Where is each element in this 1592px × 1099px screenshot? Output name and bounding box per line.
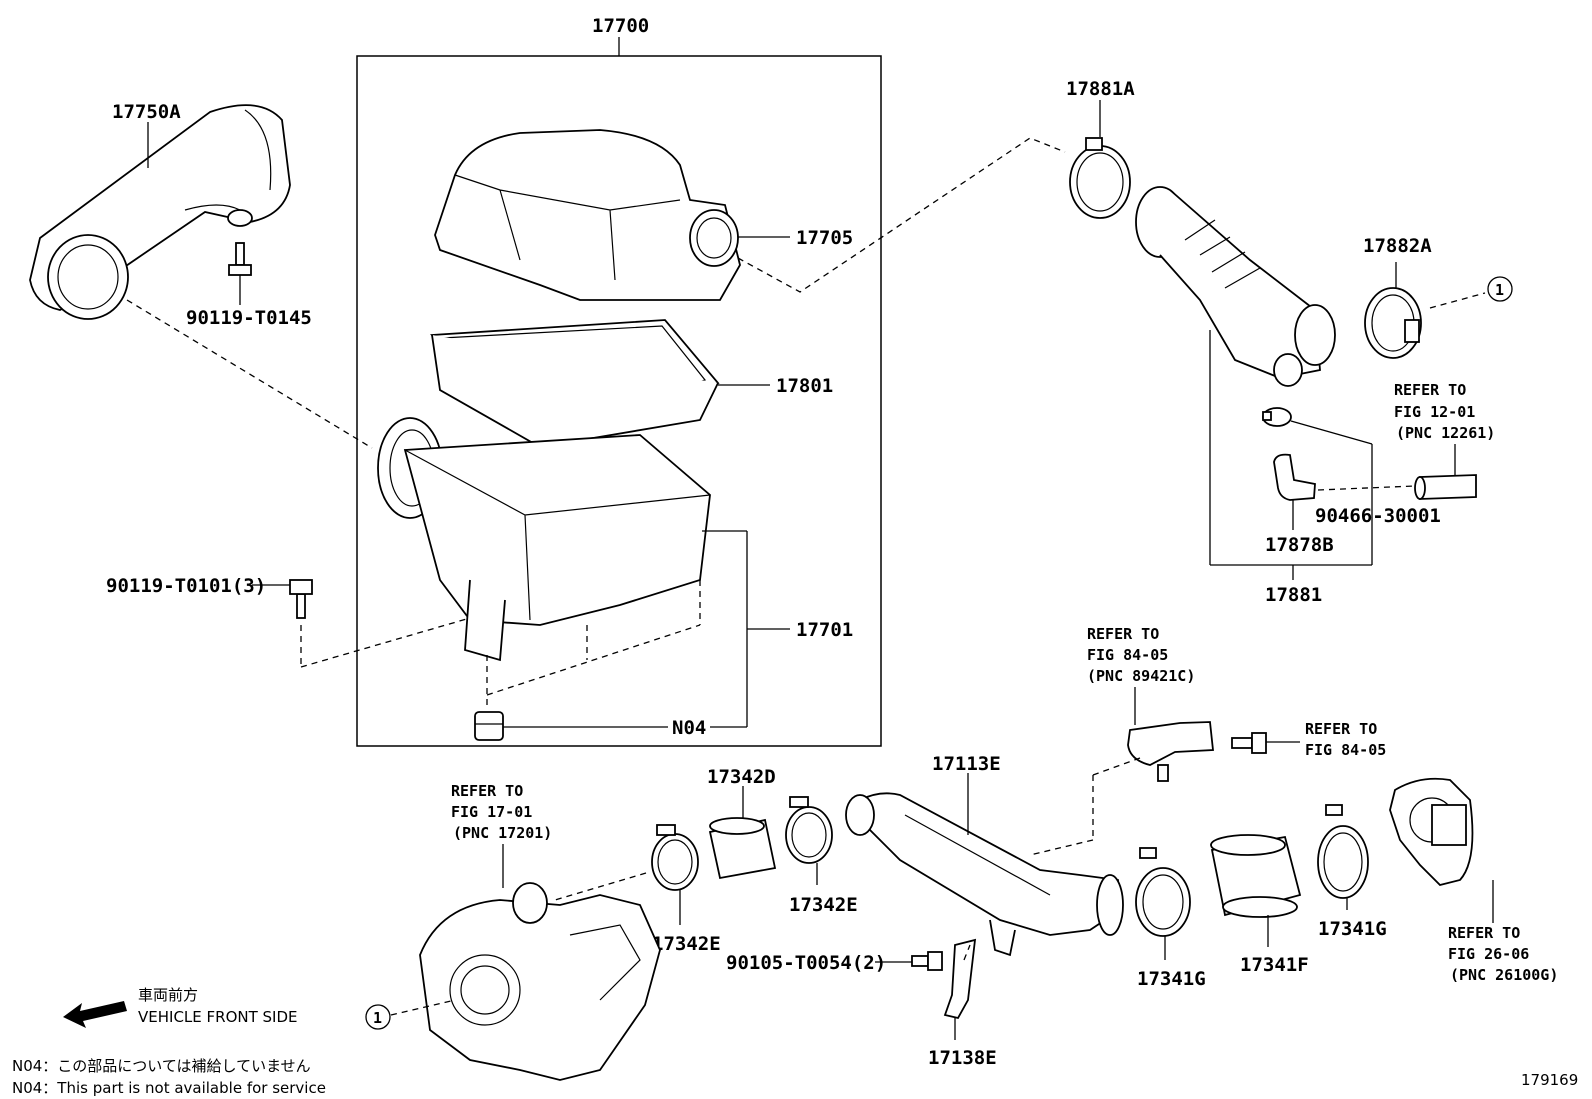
label-17138E: 17138E: [928, 1047, 997, 1069]
ref5-line3: (PNC 26100G): [1450, 966, 1558, 984]
note-en: N04：This part is not available for servi…: [12, 1079, 326, 1097]
figure-number: 179169: [1521, 1071, 1578, 1089]
elbow-17878B: [1273, 453, 1316, 501]
ref2-line2: FIG 84-05: [1087, 646, 1168, 664]
ref3-line2: FIG 84-05: [1305, 741, 1386, 759]
throttle-body-26100G: [1389, 777, 1474, 886]
ref4-line2: FIG 17-01: [451, 803, 532, 821]
bolt-84-05: [1231, 732, 1267, 754]
sleeve-17342D: [708, 817, 777, 880]
label-17878B: 17878B: [1265, 534, 1334, 556]
air-hose-17881: [1135, 186, 1336, 387]
label-17881: 17881: [1265, 584, 1322, 606]
marker-circle-1-left: [365, 1004, 391, 1030]
label-90466-30001: 90466-30001: [1315, 505, 1441, 527]
bolt-90105-T0054: [911, 951, 943, 971]
ref5-line1: REFER TO: [1448, 924, 1520, 942]
label-17341F: 17341F: [1240, 954, 1309, 976]
ref1-line2: FIG 12-01: [1394, 403, 1475, 421]
label-17342D: 17342D: [707, 766, 776, 788]
label-17750A: 17750A: [112, 101, 181, 123]
ref2-line3: (PNC 89421C): [1087, 667, 1195, 685]
ref1-line1: REFER TO: [1394, 381, 1466, 399]
air-cleaner-case-17701: [377, 417, 711, 662]
air-cleaner-cap-17705: [434, 129, 741, 301]
bolt-90119-T0145: [227, 209, 253, 276]
label-N04: N04: [672, 717, 706, 739]
pipe-17113E: [845, 792, 1124, 957]
ref1-line3: (PNC 12261): [1396, 424, 1495, 442]
bracket-17138E: [943, 938, 977, 1020]
grommet-N04: [474, 711, 504, 741]
clamp-17342E-left: [651, 824, 699, 891]
label-17881A: 17881A: [1066, 78, 1135, 100]
ref4-line3: (PNC 17201): [453, 824, 552, 842]
label-17701: 17701: [796, 619, 853, 641]
marker-circle-1-right: [1487, 276, 1513, 302]
clamp-17341G-right: [1317, 804, 1369, 899]
label-17341G-left: 17341G: [1137, 968, 1206, 990]
label-17882A: 17882A: [1363, 235, 1432, 257]
ref4-line1: REFER TO: [451, 782, 523, 800]
vehicle-front-jp: 車両前方: [138, 986, 198, 1004]
filter-element-17801: [430, 319, 720, 448]
marker-circle-1-right-text: 1: [1495, 281, 1504, 299]
ref5-line2: FIG 26-06: [1448, 945, 1529, 963]
label-90119-T0101: 90119-T0101(3): [106, 575, 266, 597]
sensor-89421C: [1127, 721, 1214, 782]
hose-90466-30001: [1414, 474, 1477, 500]
label-17801: 17801: [776, 375, 833, 397]
label-90105-T0054: 90105-T0054(2): [726, 952, 886, 974]
clamp-17341G-left: [1135, 847, 1191, 937]
marker-circle-1-left-text: 1: [373, 1009, 382, 1027]
bolt-90119-T0101: [289, 579, 313, 619]
clamp-17882A: [1364, 287, 1422, 359]
label-17113E: 17113E: [932, 753, 1001, 775]
label-17342E-left: 17342E: [652, 933, 721, 955]
turbocharger-17201: [419, 882, 661, 1081]
label-17700: 17700: [592, 15, 649, 37]
sleeve-17341F: [1210, 834, 1302, 918]
clamp-17881A: [1069, 137, 1131, 219]
label-17341G-right: 17341G: [1318, 918, 1387, 940]
note-jp: N04：この部品については補給していません: [12, 1057, 311, 1075]
vehicle-front-en: VEHICLE FRONT SIDE: [138, 1008, 298, 1026]
ref2-line1: REFER TO: [1087, 625, 1159, 643]
ref3-line1: REFER TO: [1305, 720, 1377, 738]
small-clamp: [1262, 407, 1292, 427]
label-90119-T0145: 90119-T0145: [186, 307, 312, 329]
clamp-17342E-right: [785, 796, 833, 864]
inlet-duct-17750A: [29, 104, 291, 320]
label-17705: 17705: [796, 227, 853, 249]
label-17342E-right: 17342E: [789, 894, 858, 916]
vehicle-front-arrow-icon: [63, 1001, 127, 1028]
